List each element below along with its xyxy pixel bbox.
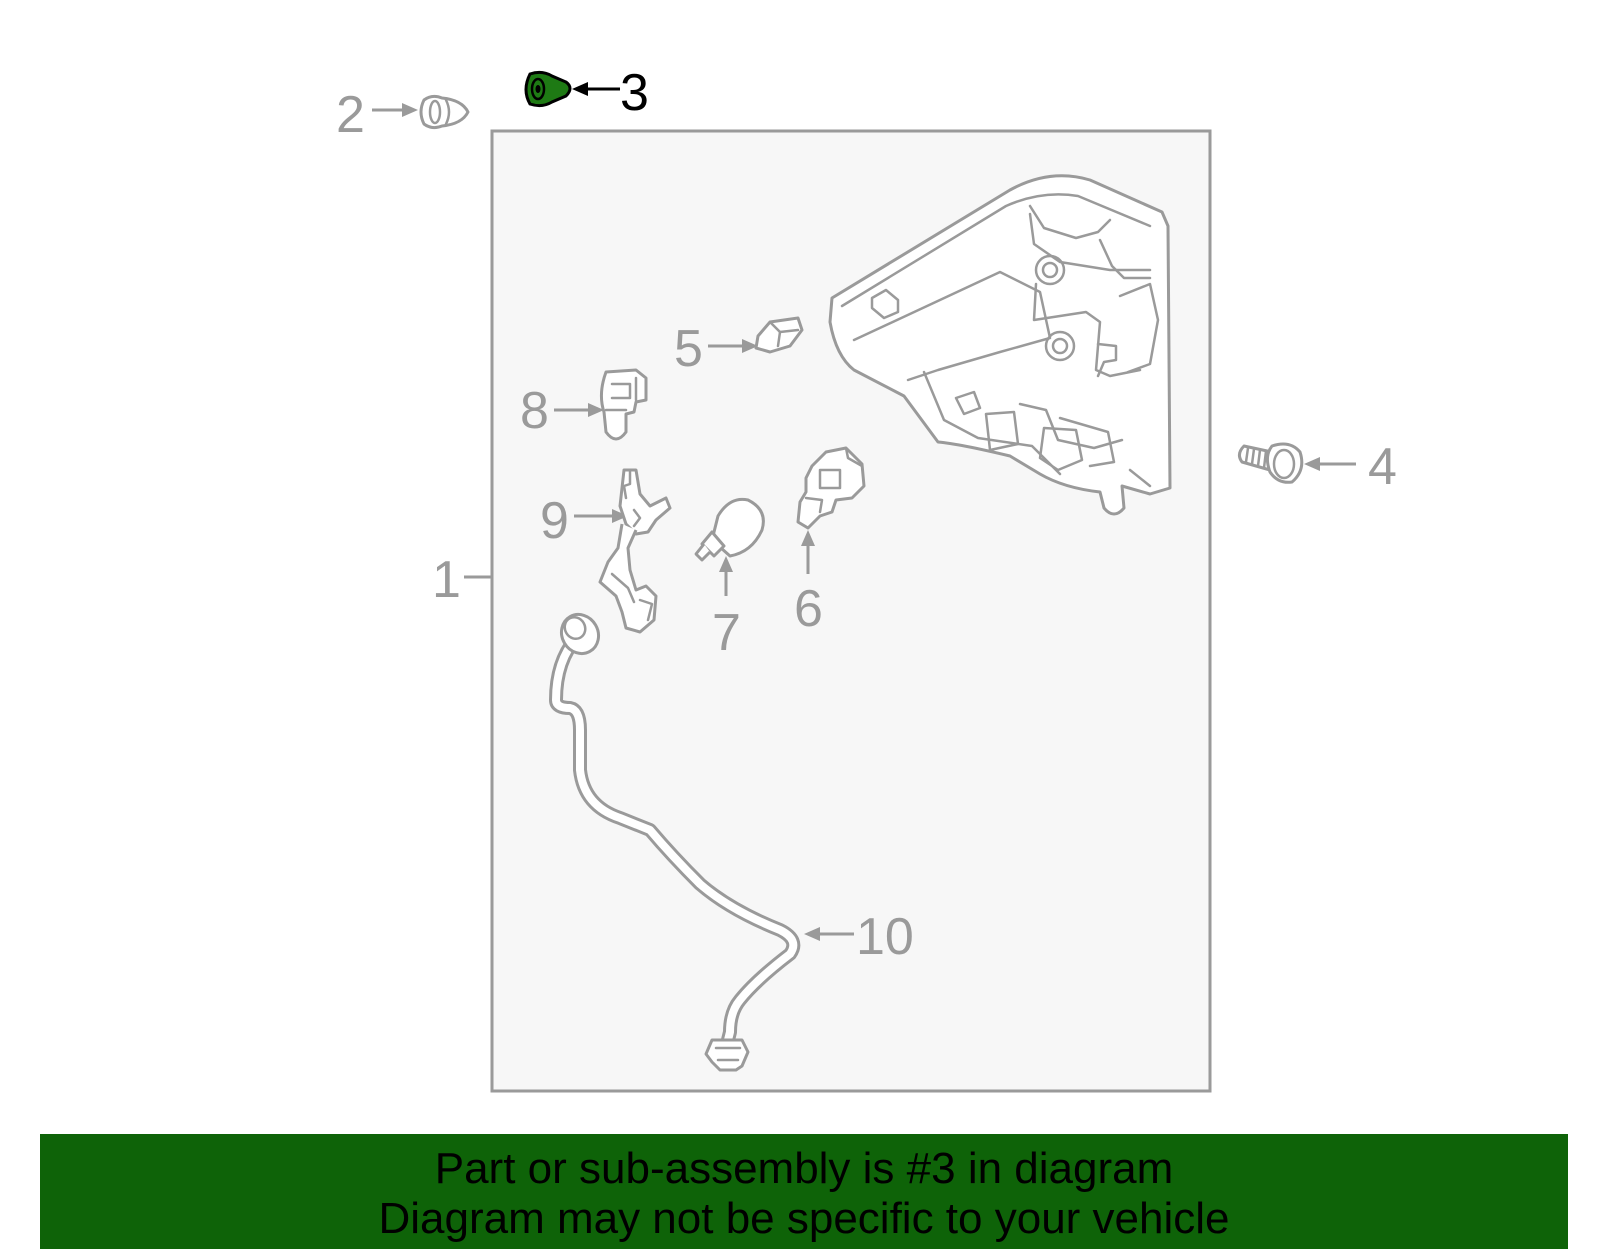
arrowhead-9 (612, 509, 628, 523)
info-banner: Part or sub-assembly is #3 in diagram Di… (40, 1134, 1568, 1249)
banner-line-disclaimer: Diagram may not be specific to your vehi… (378, 1194, 1230, 1243)
arrowhead-4 (1304, 457, 1320, 471)
clip-part-2 (419, 94, 470, 130)
bracket-part-5 (754, 316, 804, 354)
callout-8: 8 (520, 382, 549, 440)
callout-3: 3 (620, 64, 649, 122)
callout-7: 7 (712, 604, 741, 662)
push-nut-part-3 (524, 70, 572, 108)
arrowhead-7 (719, 556, 733, 572)
arrowhead-6 (801, 530, 815, 546)
callout-9: 9 (540, 492, 569, 550)
callout-4: 4 (1368, 438, 1397, 496)
callout-1: 1 (432, 551, 461, 609)
arrowhead-2 (402, 103, 418, 117)
arrowhead-5 (742, 339, 758, 353)
callout-5: 5 (674, 320, 703, 378)
socket-part-8 (599, 368, 648, 441)
tail-lamp-housing (828, 174, 1172, 516)
socket-bracket-part-6 (796, 446, 866, 530)
wiring-harness-part-9 (598, 468, 672, 634)
arrowhead-3 (572, 82, 588, 96)
callout-6: 6 (794, 580, 823, 638)
banner-line-part-number: Part or sub-assembly is #3 in diagram (434, 1144, 1174, 1193)
bulb-part-7 (694, 497, 765, 562)
bolt-part-4 (1237, 442, 1304, 484)
callout-2: 2 (336, 86, 365, 144)
arrowhead-8 (588, 403, 604, 417)
arrowhead-10 (804, 927, 820, 941)
callout-10: 10 (856, 908, 914, 966)
wire-cable-part-10 (549, 612, 801, 1072)
